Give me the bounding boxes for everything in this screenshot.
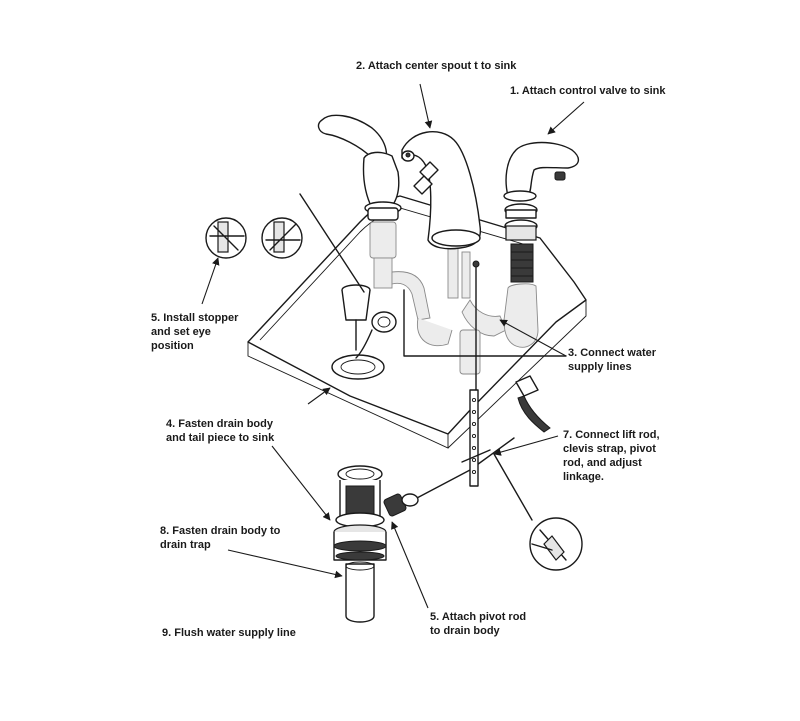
step-3-label: 3. Connect water supply lines <box>568 347 657 373</box>
leader-lines <box>201 83 585 609</box>
stopper-icon <box>341 284 397 359</box>
step-2-label: 2. Attach center spout t to sink <box>356 60 517 72</box>
control-valve <box>503 141 579 348</box>
faucet-handle-icon <box>317 114 402 221</box>
step-7-label: 7. Connect lift rod, clevis strap, pivot… <box>563 429 660 483</box>
spout-icon <box>401 131 482 250</box>
step-5-install-stopper-label: 5. Install stopper and set eye position <box>151 312 239 352</box>
step-1-label: 1. Attach control valve to sink <box>510 85 666 97</box>
eye-position-detail-right <box>261 217 303 259</box>
step-4-label: 4. Fasten drain body and tail piece to s… <box>166 418 275 444</box>
eye-position-detail-left <box>205 217 247 259</box>
supply-hose-icon <box>515 375 551 433</box>
linkage-detail <box>529 517 583 571</box>
drain-icon <box>333 465 387 623</box>
step-9-label: 9. Flush water supply line <box>162 627 296 639</box>
pivot-rod-icon <box>383 260 515 517</box>
step-8-label: 8. Fasten drain body to drain trap <box>160 525 281 551</box>
left-valve-ghost <box>369 221 507 375</box>
step-5-attach-pivot-label: 5. Attach pivot rod to drain body <box>430 611 527 637</box>
